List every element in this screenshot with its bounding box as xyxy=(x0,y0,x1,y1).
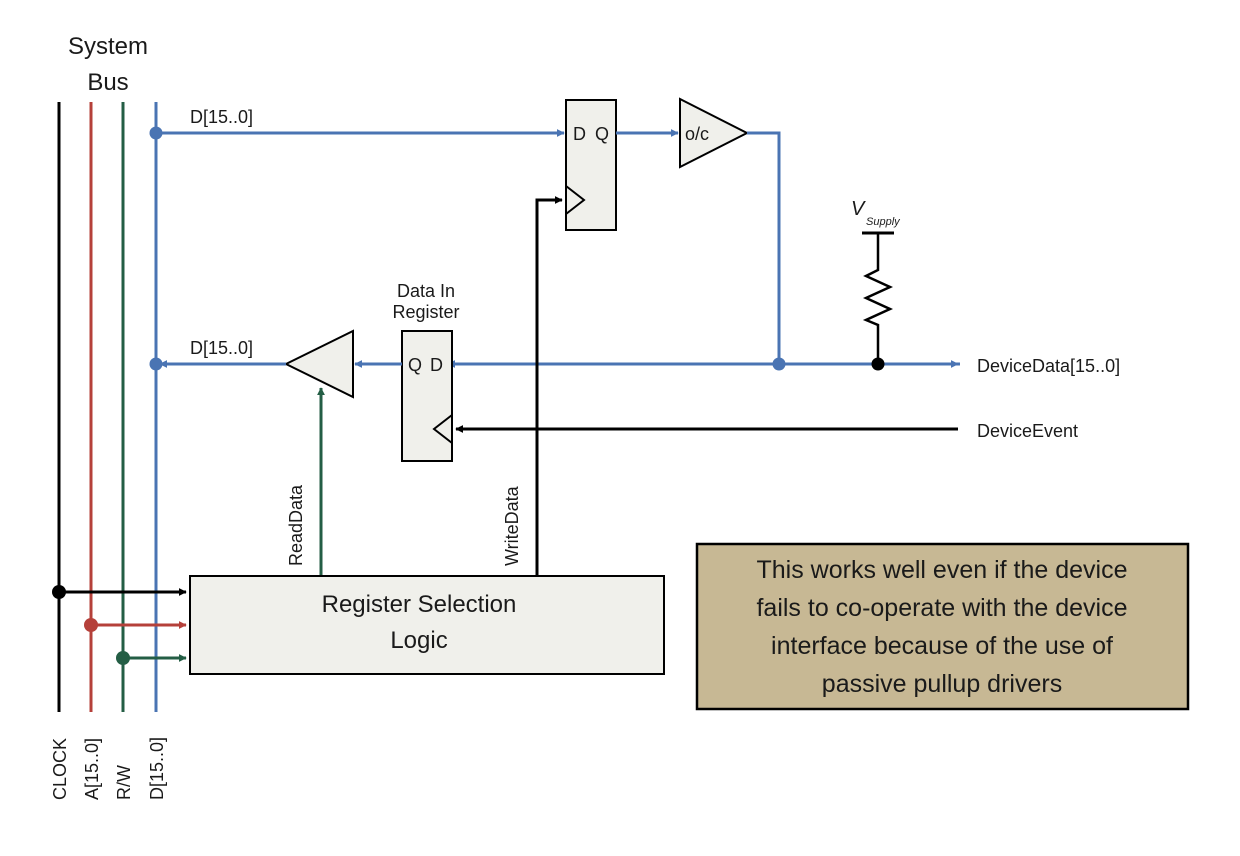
note-box xyxy=(695,542,1190,711)
buffer-output-wire xyxy=(747,131,781,364)
input-register-clock-icon xyxy=(432,414,453,444)
address-tap-junction xyxy=(84,618,98,632)
note-line-4: passive pullup drivers xyxy=(822,670,1062,698)
selection-logic-label-1: Register Selection xyxy=(322,591,517,618)
device-data-junction-blue xyxy=(772,357,786,371)
data-out-junction xyxy=(149,126,163,140)
output-register-d: D xyxy=(573,124,586,144)
rw-tap-junction xyxy=(116,651,130,665)
supply-subscript: Supply xyxy=(866,216,901,228)
oc-buffer-icon xyxy=(679,97,750,169)
address-label: A[15..0] xyxy=(82,738,102,800)
selection-logic-label-2: Logic xyxy=(390,627,447,654)
clock-tap-junction xyxy=(52,585,66,599)
output-register-q: Q xyxy=(595,124,609,144)
data-out-label: D[15..0] xyxy=(190,107,253,127)
pullup-resistor-icon xyxy=(862,233,894,364)
note-line-3: interface because of the use of xyxy=(771,632,1113,660)
input-register-d: D xyxy=(430,355,443,375)
data-label: D[15..0] xyxy=(147,737,167,800)
output-register-clock-icon xyxy=(565,185,586,215)
data-in-label: D[15..0] xyxy=(190,338,253,358)
system-bus-title-line2: Bus xyxy=(87,69,128,96)
data-in-junction xyxy=(149,357,163,371)
register-selection-logic xyxy=(189,575,665,675)
device-data-junction-black xyxy=(871,357,885,371)
write-data-label: WriteData xyxy=(502,485,522,566)
read-data-label: ReadData xyxy=(286,484,306,566)
note-line-2: fails to co-operate with the device xyxy=(756,594,1127,622)
output-register xyxy=(565,99,617,231)
input-register-title-2: Register xyxy=(392,302,459,322)
note-line-1: This works well even if the device xyxy=(757,556,1128,584)
input-register-q: Q xyxy=(408,355,422,375)
read-buffer-icon xyxy=(283,329,354,399)
clock-label: CLOCK xyxy=(50,738,70,800)
supply-label: V xyxy=(851,198,866,220)
oc-buffer-label: o/c xyxy=(685,124,709,144)
device-data-label: DeviceData[15..0] xyxy=(977,356,1120,376)
input-register-title-1: Data In xyxy=(397,281,455,301)
system-bus-title-line1: System xyxy=(68,33,148,60)
device-event-label: DeviceEvent xyxy=(977,421,1078,441)
input-register xyxy=(401,330,453,462)
write-data-wire xyxy=(535,196,563,576)
rw-label: R/W xyxy=(114,765,134,800)
